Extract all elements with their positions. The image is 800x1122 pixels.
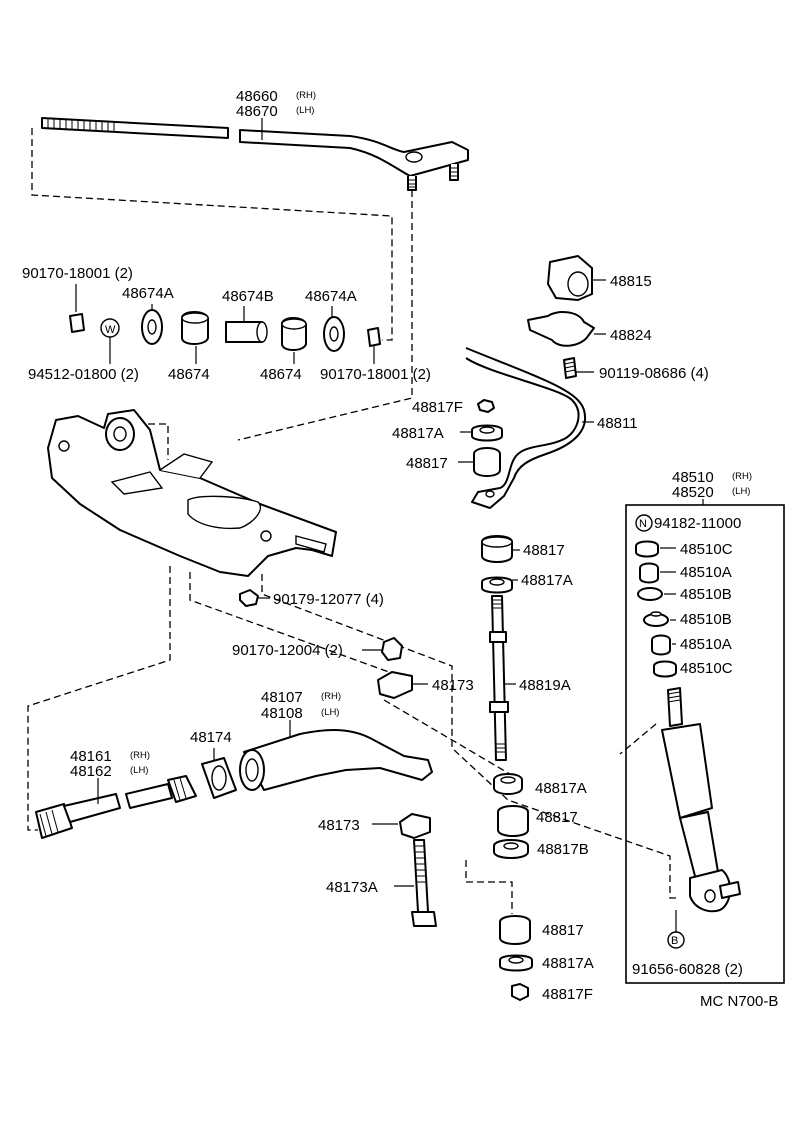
seal-48174-drawing <box>201 757 237 799</box>
label-48107: 48107 <box>261 689 303 706</box>
label-48520: 48520 <box>672 484 714 501</box>
label-48817A-top: 48817A <box>392 425 444 442</box>
label-48674A-right: 48674A <box>305 288 357 305</box>
label-48817A-bottom: 48817A <box>542 955 594 972</box>
torsion-bar-drawing <box>35 775 197 839</box>
label-48674A-left: 48674A <box>122 285 174 302</box>
lower-stack-drawing <box>493 773 533 1001</box>
arm-48107-drawing <box>239 729 433 791</box>
bolt-mark: B <box>671 935 678 947</box>
label-48817-top: 48817 <box>406 455 448 472</box>
label-lh-arm: (LH) <box>321 707 339 718</box>
label-48674B: 48674B <box>222 288 274 305</box>
label-48674-right: 48674 <box>260 366 302 383</box>
label-48510A-1: 48510A <box>680 564 732 581</box>
retainer-48173-bottom-drawing <box>399 813 431 839</box>
center-stack-drawing <box>481 535 513 761</box>
label-90170-18001-right: 90170-18001 (2) <box>320 366 431 383</box>
shock-absorber-drawing <box>661 687 741 913</box>
kit-nut-mark: N <box>639 518 647 530</box>
label-48173-top: 48173 <box>432 677 474 694</box>
bolt-48173A-drawing <box>411 839 437 927</box>
label-48510A-2: 48510A <box>680 636 732 653</box>
label-48162: 48162 <box>70 763 112 780</box>
nut-90170-12004-drawing <box>381 637 403 661</box>
label-lh-shock: (LH) <box>732 486 750 497</box>
label-48161: 48161 <box>70 748 112 765</box>
label-94512-01800: 94512-01800 (2) <box>28 366 139 383</box>
label-48817-bottom: 48817 <box>542 922 584 939</box>
label-48817-low: 48817 <box>536 809 578 826</box>
label-48173A: 48173A <box>326 879 378 896</box>
label-48815: 48815 <box>610 273 652 290</box>
stabilizer-bar-drawing <box>465 255 595 509</box>
label-94182-11000: 94182-11000 <box>654 515 741 532</box>
label-48670: 48670 <box>236 103 278 120</box>
upper-bushing-stack <box>471 399 503 477</box>
nut-90179-drawing <box>239 589 259 607</box>
label-48674-left: 48674 <box>168 366 210 383</box>
label-48817F-top: 48817F <box>412 399 463 416</box>
label-48817F-bottom: 48817F <box>542 986 593 1003</box>
label-48510C-2: 48510C <box>680 660 733 677</box>
strut-bar-drawing <box>41 117 469 191</box>
label-48174: 48174 <box>190 729 232 746</box>
frame-dash-2 <box>27 566 171 831</box>
label-48817B: 48817B <box>537 841 589 858</box>
label-48811: 48811 <box>597 415 638 432</box>
label-lh-1: (LH) <box>296 105 314 116</box>
shock-kit-parts <box>635 540 677 678</box>
frame-dash-3 <box>189 572 401 677</box>
shock-kit-box <box>625 504 785 984</box>
label-48510B-2: 48510B <box>680 611 732 628</box>
label-rh-torsion: (RH) <box>130 750 150 761</box>
label-48510: 48510 <box>672 469 714 486</box>
frame-dash-1 <box>148 423 169 460</box>
label-90179-12077: 90179-12077 (4) <box>273 591 384 608</box>
label-rh-1: (RH) <box>296 90 316 101</box>
label-48510B-1: 48510B <box>680 586 732 603</box>
label-48824: 48824 <box>610 327 652 344</box>
label-48819A: 48819A <box>519 677 571 694</box>
label-rh-arm: (RH) <box>321 691 341 702</box>
label-rh-shock: (RH) <box>732 471 752 482</box>
retainer-48173-top-drawing <box>377 671 413 699</box>
label-48510C-1: 48510C <box>680 541 733 558</box>
label-90170-12004: 90170-12004 (2) <box>232 642 343 659</box>
bushing-row: W <box>69 309 381 352</box>
strut-bar-dash-right <box>237 190 413 441</box>
label-48817-mid: 48817 <box>523 542 565 559</box>
diagram-code: MC N700-B <box>700 993 778 1010</box>
frame-dash-4 <box>261 574 676 899</box>
label-91656-60828: 91656-60828 (2) <box>632 961 743 978</box>
label-90119-08686: 90119-08686 (4) <box>599 365 709 382</box>
strut-bar-dash-left <box>31 128 393 341</box>
label-48660: 48660 <box>236 88 278 105</box>
lower-arm-drawing <box>47 409 337 577</box>
washer-mark: W <box>105 324 116 336</box>
frame-dash-5 <box>383 699 521 781</box>
label-90170-18001-left: 90170-18001 (2) <box>22 265 133 282</box>
frame-dash-6 <box>465 860 513 914</box>
label-48817A-low: 48817A <box>535 780 587 797</box>
label-48108: 48108 <box>261 705 303 722</box>
label-lh-torsion: (LH) <box>130 765 148 776</box>
label-48173-bottom: 48173 <box>318 817 360 834</box>
label-48817A-mid: 48817A <box>521 572 573 589</box>
